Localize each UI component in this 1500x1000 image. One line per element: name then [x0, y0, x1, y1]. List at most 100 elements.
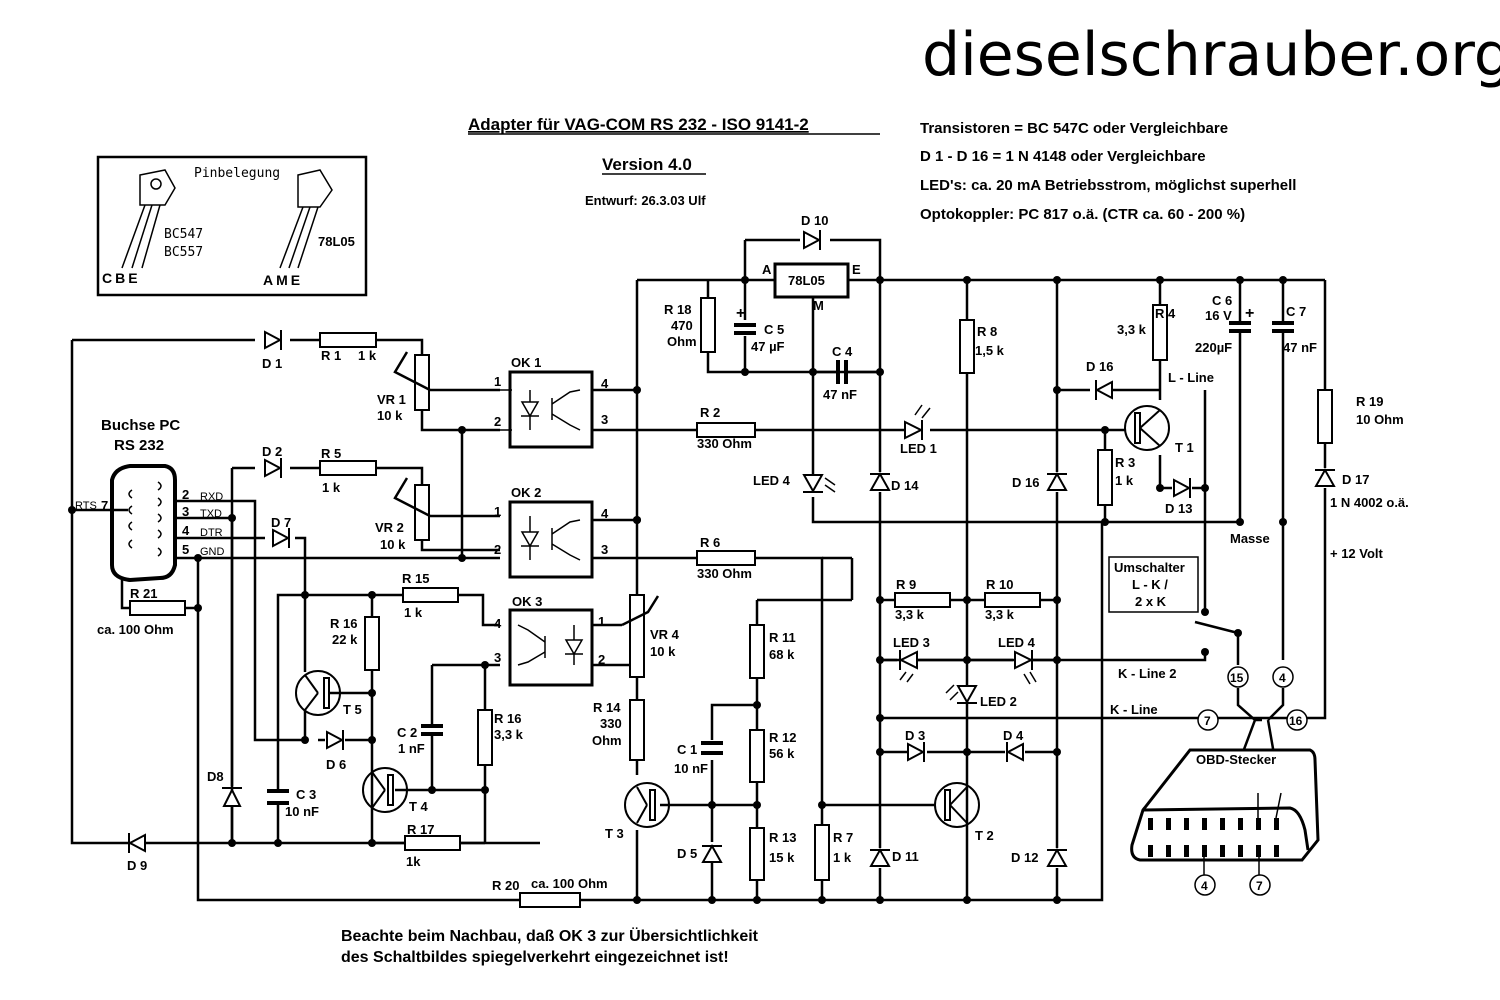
obd-connector-label: OBD-Stecker	[1196, 752, 1276, 767]
pin-15-top: 15	[1230, 671, 1244, 685]
label-r8: R 8	[977, 324, 997, 339]
resistor-r11	[749, 624, 765, 679]
label-vr1-value: 10 k	[377, 408, 403, 423]
resistor-r5	[319, 460, 377, 476]
ok1-pin1: 1	[494, 374, 501, 389]
pin-2-name: RXD	[200, 491, 223, 503]
resistor-r21	[129, 600, 186, 616]
label-r5-value: 1 k	[322, 480, 341, 495]
switch-label-1: Umschalter	[1114, 560, 1185, 575]
label-r16b-value: 3,3 k	[494, 727, 524, 742]
resistor-r19	[1317, 389, 1333, 444]
label-r20: R 20	[492, 878, 519, 893]
label-c7: C 7	[1286, 304, 1306, 319]
resistor-r16a	[364, 616, 380, 671]
resistor-r18	[700, 297, 716, 353]
transistor-type-1: BC547	[164, 227, 203, 242]
label-d5: D 5	[677, 846, 697, 861]
regulator-pin-order: AME	[263, 272, 303, 288]
resistor-r12	[749, 729, 765, 783]
label-t1: T 1	[1175, 440, 1194, 455]
label-r21: R 21	[130, 586, 157, 601]
label-c2-value: 1 nF	[398, 741, 425, 756]
label-r10-value: 3,3 k	[985, 607, 1015, 622]
label-led2: LED 2	[980, 694, 1017, 709]
label-c6-value-2: 220µF	[1195, 340, 1232, 355]
label-r16a-value: 22 k	[332, 632, 358, 647]
switch-label-2: L - K /	[1132, 577, 1168, 592]
label-c2: C 2	[397, 725, 417, 740]
component-labels: D 1 R 1 1 k VR 1 10 k D 2 R 5 1 k VR 2 1…	[97, 213, 1409, 893]
pc-pin-labels: 2 RXD 3 TXD 4 DTR 5 GND	[182, 487, 225, 558]
optocoupler-ok3	[508, 608, 594, 687]
footer-note-2: des Schaltbildes spiegelverkehrt eingeze…	[341, 949, 729, 966]
label-reg-e: E	[852, 262, 861, 277]
resistor-r16b	[477, 709, 493, 766]
label-r4: R 4	[1155, 306, 1176, 321]
label-r9-value: 3,3 k	[895, 607, 925, 622]
optocouplers	[500, 370, 594, 687]
optocoupler-ok1	[508, 370, 594, 449]
label-d7: D 7	[271, 515, 291, 530]
site-title: dieselschrauber.org	[922, 20, 1500, 90]
label-r1-value: 1 k	[358, 348, 377, 363]
pin-4-top: 4	[1279, 671, 1286, 685]
resistor-r2	[696, 422, 756, 438]
switch-label-box	[1108, 556, 1199, 613]
label-r11-value: 68 k	[769, 647, 795, 662]
resistor-r14	[629, 699, 645, 761]
label-r3: R 3	[1115, 455, 1135, 470]
potentiometer-vr4	[629, 594, 645, 678]
transistor-t5-icon	[295, 670, 341, 716]
transistor-t2-icon	[934, 782, 980, 828]
ok3-pin2: 2	[598, 652, 605, 667]
label-c6-value-1: 16 V	[1205, 308, 1232, 323]
footer-note-1: Beachte beim Nachbau, daß OK 3 zur Übers…	[341, 926, 759, 945]
label-r19-value: 10 Ohm	[1356, 412, 1404, 427]
rts-pin: 7	[101, 498, 108, 513]
label-r9: R 9	[896, 577, 916, 592]
ok3-pin3: 3	[494, 650, 501, 665]
pin-3-num: 3	[182, 504, 189, 519]
label-r18-value-1: 470	[671, 318, 693, 333]
resistor-r7	[814, 824, 830, 881]
l-line-label: L - Line	[1168, 370, 1214, 385]
label-r18-value-2: Ohm	[667, 334, 697, 349]
label-r4-value: 3,3 k	[1117, 322, 1147, 337]
pin-2-num: 2	[182, 487, 189, 502]
label-d16-right: D 16	[1086, 359, 1113, 374]
pinout-box: Pinbelegung CBE BC547 BC557 AME 78L05	[96, 155, 368, 297]
note-leds: LED's: ca. 20 mA Betriebsstrom, möglichs…	[920, 177, 1296, 194]
label-r7-value: 1 k	[833, 850, 852, 865]
ok1-pin3: 3	[601, 412, 608, 427]
label-ok3: OK 3	[512, 594, 542, 609]
label-r5: R 5	[321, 446, 341, 461]
resistor-r10	[984, 592, 1041, 608]
label-d9: D 9	[127, 858, 147, 873]
label-c3: C 3	[296, 787, 316, 802]
label-t4: T 4	[409, 799, 429, 814]
label-r16b: R 16	[494, 711, 521, 726]
label-r10: R 10	[986, 577, 1013, 592]
resistor-r4	[1152, 304, 1168, 361]
note-transistors: Transistoren = BC 547C oder Vergleichbar…	[920, 120, 1228, 137]
label-d10: D 10	[801, 213, 828, 228]
resistor-r15	[402, 587, 459, 603]
label-d13: D 13	[1165, 501, 1192, 516]
label-r18: R 18	[664, 302, 691, 317]
label-c7-value: 47 nF	[1283, 340, 1317, 355]
version-label: Version 4.0	[602, 155, 692, 174]
obd-connector-icon	[1130, 748, 1320, 875]
label-ok1: OK 1	[511, 355, 541, 370]
label-r8-value: 1,5 k	[975, 343, 1005, 358]
label-d2: D 2	[262, 444, 282, 459]
pin-16-top: 16	[1289, 714, 1303, 728]
label-vr4-value: 10 k	[650, 644, 676, 659]
k-line-label: K - Line	[1110, 702, 1158, 717]
ok2-pin1: 1	[494, 504, 501, 519]
leds	[802, 404, 1037, 705]
label-r2: R 2	[700, 405, 720, 420]
pot-wipers	[393, 351, 660, 627]
schematic-title: Adapter für VAG-COM RS 232 - ISO 9141-2	[468, 115, 809, 134]
resistors	[129, 297, 1333, 908]
